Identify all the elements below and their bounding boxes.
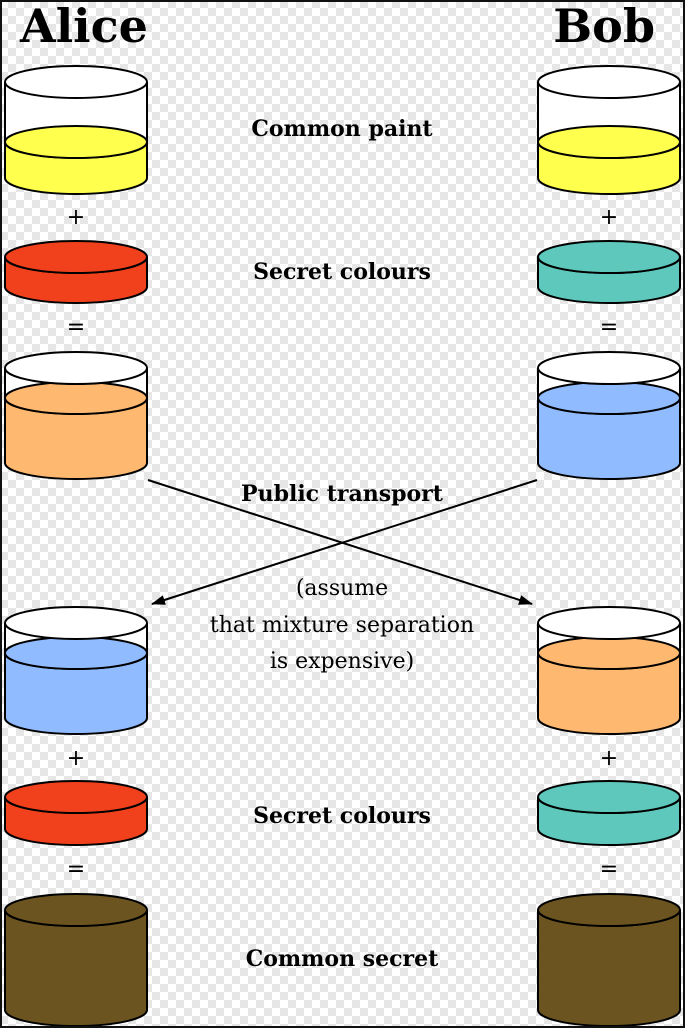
alice-plus-bottom: + — [67, 746, 85, 771]
label-common-secret: Common secret — [246, 946, 439, 972]
actor-alice: Alice — [19, 0, 148, 53]
alice-plus-top: + — [67, 205, 85, 230]
alice-equals-bottom: = — [67, 857, 85, 882]
left-container-4-bob-mixture — [4, 606, 148, 735]
transport-arrow-bob-to-alice — [151, 479, 538, 605]
label-public-transport: Public transport — [241, 481, 444, 507]
left-container-1-common-paint — [4, 65, 148, 195]
left-container-3-alice-mixture — [4, 351, 148, 480]
note-line-3: is expensive) — [270, 649, 414, 674]
right-container-4-alice-mixture — [537, 606, 681, 735]
note-line-2: that mixture separation — [210, 613, 474, 638]
label-common-paint: Common paint — [251, 116, 433, 142]
note-line-1: (assume — [296, 576, 388, 601]
actor-bob: Bob — [553, 0, 655, 53]
bob-equals-bottom: = — [600, 857, 618, 882]
right-container-6-common-secret — [537, 893, 681, 1027]
left-container-6-common-secret — [4, 893, 148, 1027]
right-container-5-bob-secret — [537, 780, 681, 846]
bob-plus-top: + — [600, 205, 618, 230]
right-container-2-bob-secret — [537, 240, 681, 304]
bob-plus-bottom: + — [600, 746, 618, 771]
right-container-3-bob-mixture — [537, 351, 681, 480]
bob-equals-top: = — [600, 315, 618, 340]
label-secret-colours-bottom: Secret colours — [253, 803, 431, 829]
right-container-1-common-paint — [537, 65, 681, 195]
left-container-2-alice-secret — [4, 240, 148, 304]
left-container-5-alice-secret — [4, 780, 148, 846]
alice-equals-top: = — [67, 315, 85, 340]
transport-arrow-alice-to-bob — [147, 479, 533, 605]
label-secret-colours-top: Secret colours — [253, 259, 431, 285]
